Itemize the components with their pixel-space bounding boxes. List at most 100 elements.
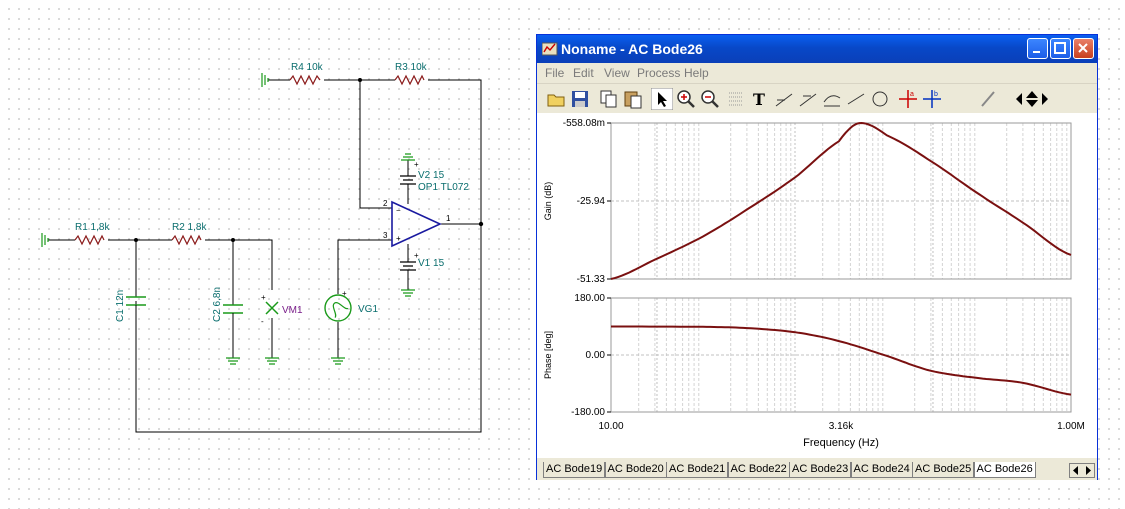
- y-tick-label: -25.94: [577, 196, 606, 207]
- capacitor-c2[interactable]: [223, 304, 243, 314]
- resistor-r3[interactable]: [394, 74, 425, 86]
- tab-ac-bode23[interactable]: AC Bode23: [789, 462, 852, 478]
- series-line: [611, 325, 1072, 396]
- open-folder-icon[interactable]: [545, 88, 567, 110]
- resistor-r1[interactable]: [74, 234, 105, 246]
- x-tick-label: 10.00: [598, 421, 623, 432]
- tab-ac-bode26[interactable]: AC Bode26: [973, 462, 1036, 478]
- zoom-in-icon[interactable]: [675, 88, 697, 110]
- circle-tool-icon[interactable]: [869, 88, 891, 110]
- cursor-b-icon[interactable]: [797, 88, 819, 110]
- tab-ac-bode20[interactable]: AC Bode20: [604, 462, 667, 478]
- maximize-button[interactable]: [1050, 38, 1071, 59]
- series-line: [610, 121, 1072, 280]
- minimize-icon: [1033, 51, 1040, 53]
- tab-ac-bode22[interactable]: AC Bode22: [727, 462, 790, 478]
- label-r4: R4 10k: [291, 62, 324, 73]
- pointer-icon[interactable]: [651, 88, 673, 110]
- label-c2: C2 6,8n: [212, 287, 223, 322]
- cursor-a-marker-icon[interactable]: a: [897, 88, 919, 110]
- opamp-minus: −: [396, 206, 401, 215]
- navigation-arrows-icon[interactable]: [1011, 88, 1053, 110]
- tab-ac-bode19[interactable]: AC Bode19: [543, 462, 606, 478]
- text-tool-icon[interactable]: T: [749, 88, 771, 110]
- pin-3: 3: [383, 231, 388, 240]
- close-icon: [1078, 43, 1088, 53]
- menu-view[interactable]: View: [604, 66, 630, 80]
- cursor-b-marker-icon[interactable]: b: [921, 88, 943, 110]
- y-axis-label: Phase [deg]: [543, 331, 553, 379]
- menu-file[interactable]: File: [545, 66, 565, 80]
- wire-output-feedback: [135, 223, 482, 433]
- label-op1: OP1 TL072: [418, 182, 469, 193]
- label-vm1: VM1: [282, 305, 303, 316]
- close-button[interactable]: [1073, 38, 1094, 59]
- bode-window[interactable]: Noname - AC Bode26 File Edit View Proces…: [536, 34, 1098, 480]
- wire-inverting-input: [359, 80, 392, 209]
- curve-tool-icon[interactable]: [821, 88, 843, 110]
- svg-text:T: T: [753, 90, 765, 109]
- probe-icon[interactable]: [977, 88, 999, 110]
- circuit-schematic[interactable]: R4 10k R3 10k R1 1,8k R2 1,8k C1 12n C2 …: [0, 0, 535, 509]
- y-tick-label: -180.00: [571, 407, 605, 418]
- line-tool-icon[interactable]: [845, 88, 867, 110]
- tab-ac-bode24[interactable]: AC Bode24: [850, 462, 913, 478]
- tab-scroll-buttons[interactable]: [1069, 463, 1095, 478]
- minus-vm1: -: [261, 317, 264, 326]
- minimize-button[interactable]: [1027, 38, 1048, 59]
- plus-v2: +: [414, 160, 419, 169]
- maximize-icon: [1054, 42, 1066, 54]
- paste-icon[interactable]: [622, 88, 644, 110]
- label-r2: R2 1,8k: [172, 222, 207, 233]
- plus-vg1: +: [342, 289, 347, 298]
- tab-ac-bode21[interactable]: AC Bode21: [666, 462, 729, 478]
- ground-symbols: [41, 73, 415, 365]
- plus-v1: +: [414, 251, 419, 260]
- toolbar: T a b: [537, 83, 1097, 112]
- voltmeter-vm1[interactable]: [265, 301, 279, 315]
- label-v1: V1 15: [418, 258, 445, 269]
- opamp-op1[interactable]: [391, 200, 442, 248]
- x-tick-label: 3.16k: [829, 421, 854, 432]
- menu-edit[interactable]: Edit: [573, 66, 594, 80]
- menu-process[interactable]: Process: [637, 66, 681, 80]
- pin-1: 1: [446, 214, 451, 223]
- zoom-out-icon[interactable]: [699, 88, 721, 110]
- y-axis-label: Gain (dB): [543, 182, 553, 221]
- copy-icon[interactable]: [598, 88, 620, 110]
- grid-icon[interactable]: [725, 88, 747, 110]
- svg-text:a: a: [910, 91, 914, 98]
- label-v2: V2 15: [418, 170, 445, 181]
- y-tick-label: 0.00: [586, 350, 606, 361]
- cursor-a-icon[interactable]: [773, 88, 795, 110]
- tab-scroll-arrows-icon: [1073, 466, 1091, 475]
- label-r3: R3 10k: [395, 62, 428, 73]
- plus-vm1: +: [261, 293, 266, 302]
- svg-text:b: b: [934, 91, 938, 98]
- tab-ac-bode25[interactable]: AC Bode25: [912, 462, 975, 478]
- x-axis-label: Frequency (Hz): [803, 437, 879, 449]
- wire-input: [48, 239, 273, 290]
- app-icon: [542, 42, 558, 56]
- opamp-plus: +: [396, 234, 401, 243]
- junction-dots: [134, 78, 484, 242]
- wire-vg1: [337, 239, 392, 358]
- label-c1: C1 12n: [115, 290, 126, 322]
- window-title: Noname - AC Bode26: [561, 41, 703, 57]
- y-tick-label: 180.00: [574, 293, 605, 304]
- y-tick-label: -51.33: [577, 274, 606, 285]
- title-bar[interactable]: Noname - AC Bode26: [537, 35, 1097, 63]
- label-vg1: VG1: [358, 304, 378, 315]
- x-tick-label: 1.00M: [1057, 421, 1085, 432]
- resistor-r2[interactable]: [171, 234, 202, 246]
- battery-v1[interactable]: [400, 261, 416, 271]
- generator-vg1[interactable]: [324, 294, 352, 322]
- save-icon[interactable]: [569, 88, 591, 110]
- resistor-r4[interactable]: [289, 74, 321, 86]
- battery-v2[interactable]: [400, 175, 416, 185]
- pin-2: 2: [383, 199, 388, 208]
- wire-top: [268, 79, 482, 224]
- menu-help[interactable]: Help: [684, 66, 709, 80]
